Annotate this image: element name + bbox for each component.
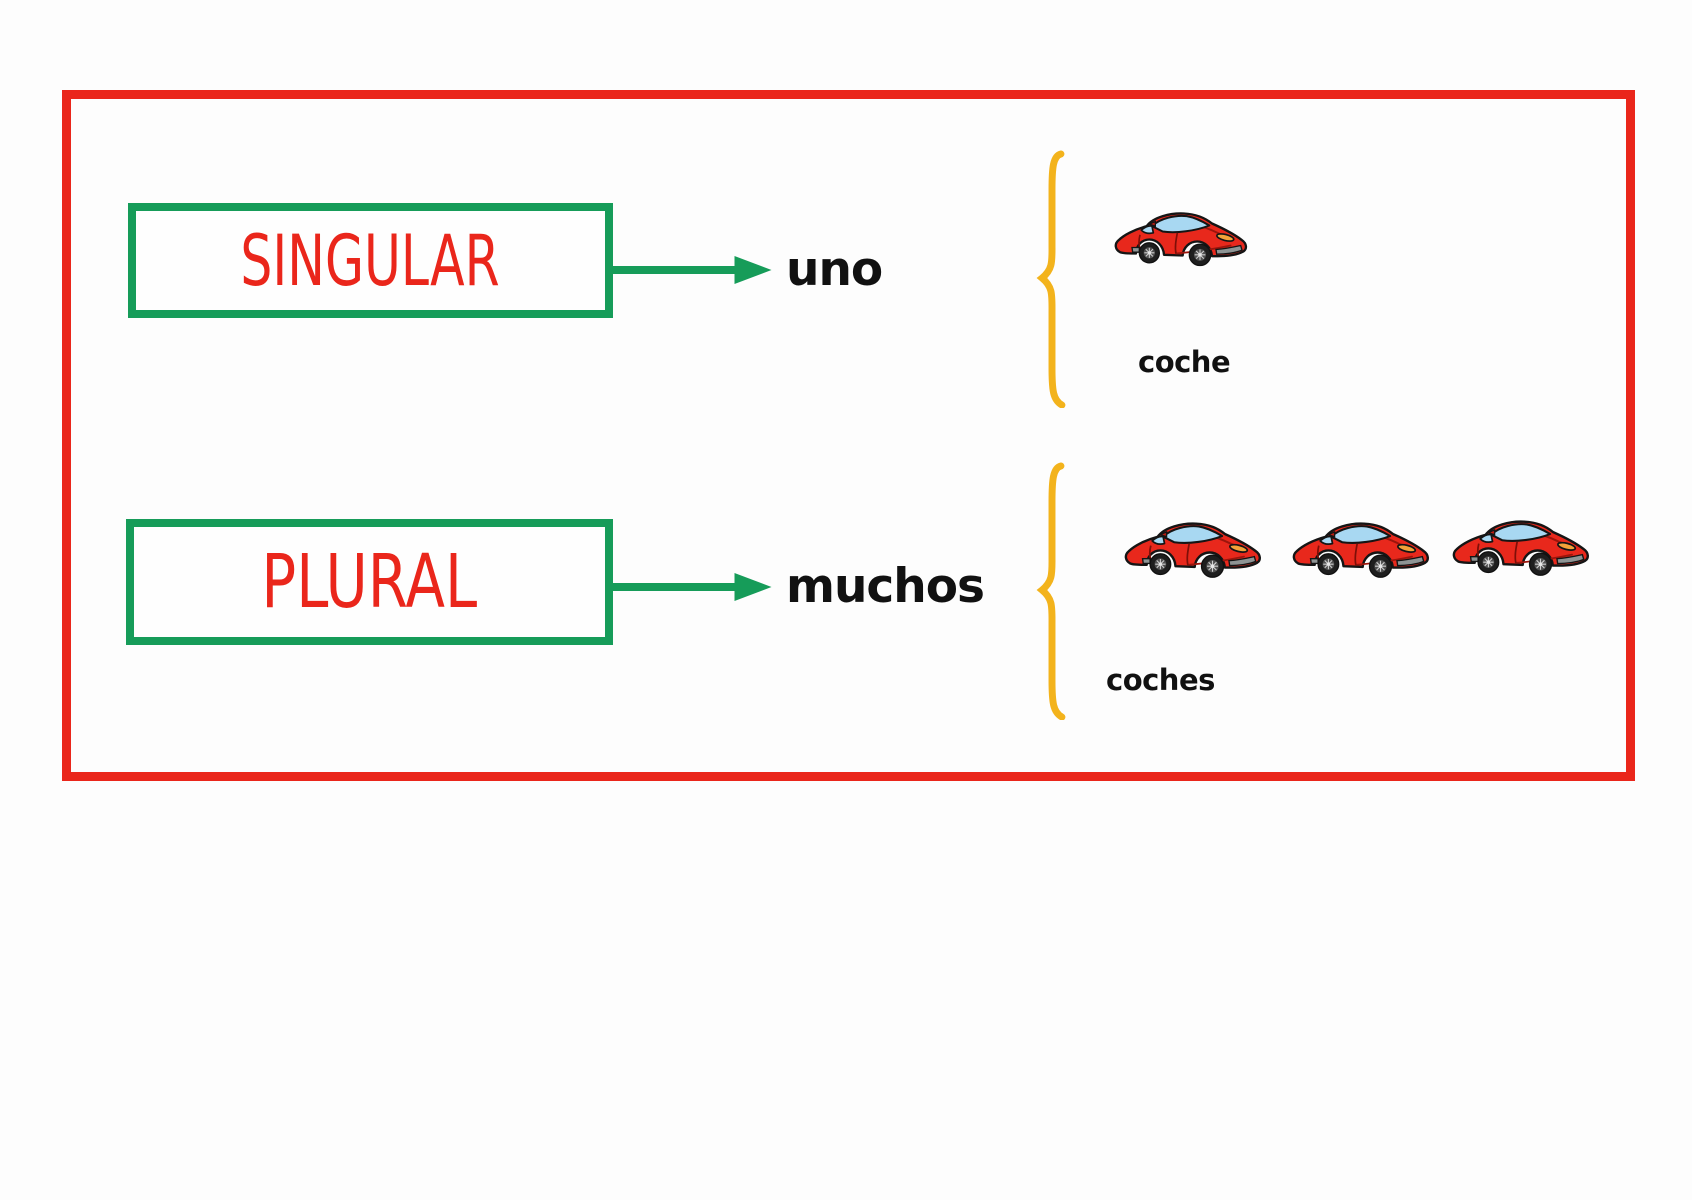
car-icon — [1450, 516, 1594, 585]
singular-example-label: coche — [1138, 345, 1231, 379]
singular-term-label: SINGULAR — [240, 219, 501, 302]
singular-arrow-icon — [605, 250, 773, 290]
plural-arrow-icon — [605, 567, 773, 607]
plural-brace-icon — [1030, 462, 1074, 720]
plural-term-box: PLURAL — [126, 519, 613, 645]
car-icon — [1112, 208, 1252, 275]
plural-example-label: coches — [1106, 663, 1215, 697]
plural-term-label: PLURAL — [261, 539, 478, 625]
singular-brace-icon — [1030, 150, 1074, 408]
singular-quantifier-label: uno — [786, 242, 883, 297]
car-icon — [1290, 518, 1434, 587]
outer-red-frame — [62, 90, 1635, 781]
plural-quantifier-label: muchos — [786, 559, 985, 614]
car-icon — [1122, 518, 1266, 587]
singular-term-box: SINGULAR — [128, 203, 613, 318]
